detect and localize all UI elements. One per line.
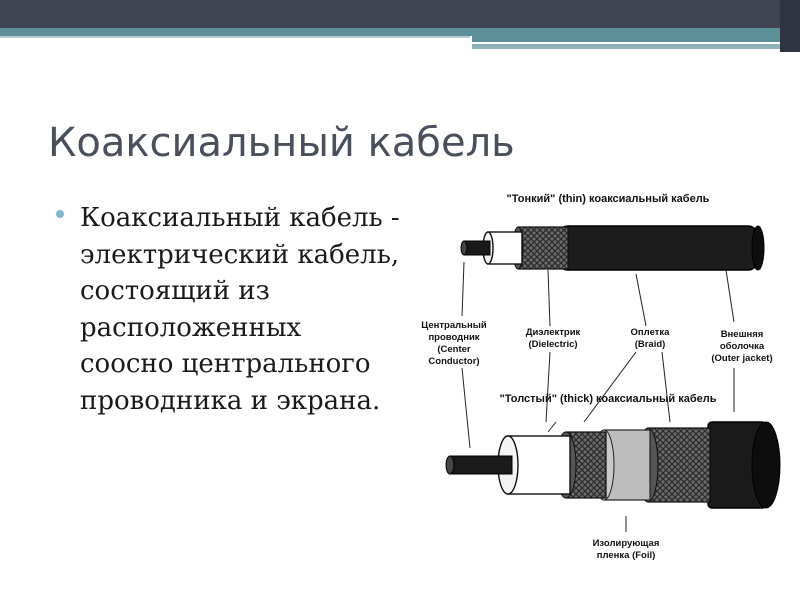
label-foil: Изолирующая пленка (Foil): [593, 538, 660, 561]
svg-text:Оплетка: Оплетка: [631, 327, 671, 338]
coax-cable-diagram: "Тонкий" (thin) коаксиальный кабель Цент…: [421, 193, 781, 561]
svg-text:проводник: проводник: [428, 332, 479, 343]
label-dielectric: Диэлектрик (Dielectric): [526, 327, 581, 350]
svg-text:(Braid): (Braid): [635, 339, 666, 350]
bullet-marker: [56, 210, 64, 218]
header-bar: [0, 0, 800, 52]
svg-text:оболочка: оболочка: [720, 341, 765, 352]
slide-title: Коаксиальный кабель: [48, 120, 515, 166]
label-center-conductor: Центральный проводник (Center Conductor): [421, 320, 487, 367]
svg-text:пленка (Foil): пленка (Foil): [597, 550, 656, 561]
svg-text:(Dielectric): (Dielectric): [528, 339, 577, 350]
svg-text:Conductor): Conductor): [428, 356, 479, 367]
svg-text:Диэлектрик: Диэлектрик: [526, 327, 581, 338]
leader-lines: [461, 261, 735, 532]
thick-cable-title: "Толстый" (thick) коаксиальный кабель: [500, 393, 717, 405]
svg-text:Изолирующая: Изолирующая: [593, 538, 660, 549]
svg-text:(Center: (Center: [437, 344, 471, 355]
label-braid: Оплетка (Braid): [631, 327, 671, 350]
thick-cable: [445, 421, 781, 509]
svg-text:Центральный: Центральный: [421, 320, 487, 331]
svg-text:(Outer jacket): (Outer jacket): [711, 353, 772, 364]
bullet-text: Коаксиальный кабель - электрический кабе…: [80, 203, 400, 416]
svg-text:Внешняя: Внешняя: [721, 329, 764, 340]
thin-cable-title: "Тонкий" (thin) коаксиальный кабель: [507, 193, 710, 205]
thin-cable: [460, 225, 765, 271]
label-outer-jacket: Внешняя оболочка (Outer jacket): [711, 329, 772, 364]
